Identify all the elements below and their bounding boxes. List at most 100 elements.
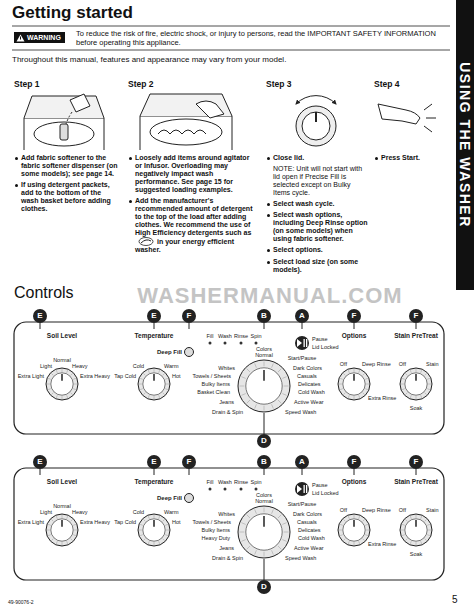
finger [378, 104, 420, 124]
setting-label: Tap Cold [114, 519, 136, 525]
control-name: Deep Fill [157, 495, 182, 502]
setting-label: Heavy Duty [202, 535, 230, 541]
knob-grip [56, 541, 57, 544]
knob-grip [51, 393, 53, 395]
page-text: Throughout this manual, features and app… [12, 55, 286, 64]
knob-grip [163, 393, 165, 395]
knob-grip [282, 377, 286, 379]
bullet-dot [15, 157, 18, 160]
bullet-item: Add the manufacturer's recommended amoun… [128, 197, 256, 254]
panel-outline [14, 468, 444, 580]
knob-grip [67, 541, 68, 544]
bullet-dot [267, 157, 270, 160]
leader-line [264, 559, 265, 580]
setting-label: Delicates [298, 527, 321, 533]
setting-label: Colors Normal [247, 346, 281, 359]
callout-text: E [37, 458, 42, 466]
knob-grip [343, 519, 345, 521]
callout-text: F [414, 312, 419, 320]
bullet-dot [267, 249, 270, 252]
knob-grip [255, 404, 257, 408]
wash-tub [150, 119, 222, 145]
knob-face [405, 519, 427, 541]
knob [238, 506, 290, 558]
knob-grip [240, 386, 245, 387]
knob-grip [148, 516, 149, 519]
knob-grip [47, 384, 50, 385]
knob-grip [402, 389, 405, 390]
note-text: NOTE: Unit will not start with lid open … [273, 165, 362, 196]
knob [138, 368, 170, 400]
knob-grip [363, 539, 365, 541]
pause-icon [304, 339, 305, 347]
page-text: 49-90076-2 [8, 600, 34, 606]
warning-icon [16, 34, 25, 42]
knob-grip [71, 519, 73, 521]
knob-grip [241, 540, 245, 542]
step-text: If using detergent packets, add to the b… [21, 181, 111, 212]
knob-grip [278, 546, 281, 549]
motion-line [424, 104, 432, 110]
page-text: Step 1 [14, 80, 40, 90]
setting-label: Extra Rinse [368, 541, 396, 547]
status-light [240, 488, 243, 491]
knob-grip [154, 542, 155, 545]
knob-grip [154, 369, 155, 372]
knob-grip [159, 370, 160, 373]
knob-grip [165, 524, 168, 525]
warning-badge: WARNING [14, 32, 65, 43]
knob-grip [425, 519, 427, 521]
knob-pointer [153, 520, 155, 527]
knob-grip [163, 539, 165, 541]
control-name: Deep Fill [157, 349, 182, 356]
knob [238, 360, 290, 412]
callout-letter: F [347, 455, 361, 469]
knob-grip [282, 394, 286, 396]
leader-line [416, 323, 417, 329]
setting-label: Whites [218, 365, 235, 371]
leader-line [189, 323, 190, 329]
leader-line [264, 413, 265, 434]
setting-label: Basket Clean [197, 389, 230, 395]
leader-line [189, 469, 190, 475]
setting-label: Deep Rinse [362, 507, 391, 513]
knob-grip [340, 524, 343, 525]
knob-grip [159, 541, 160, 544]
knob-grip [56, 395, 57, 398]
knob-grip [48, 378, 51, 379]
knob-grip [241, 523, 245, 525]
setting-label: Wash [218, 333, 232, 339]
bullet-item: Close lid. [266, 154, 368, 162]
step-column: Add fabric softener to the fabric soften… [14, 154, 118, 216]
step3-illustration [296, 96, 336, 146]
bullet-item: Select options. [266, 246, 368, 254]
status-light [240, 342, 243, 345]
knob-grip [340, 535, 343, 536]
step4-illustration [378, 104, 436, 132]
knob-grip [416, 515, 417, 518]
warning-text: To reduce the risk of fire, electric sho… [76, 29, 448, 48]
step-column: Press Start. [374, 154, 446, 165]
motion-line [426, 118, 436, 119]
knob-grip [143, 373, 145, 375]
page-title: Getting started [12, 3, 133, 23]
knob-grip [365, 389, 368, 390]
knob-pointer [415, 374, 417, 381]
step-column: Loosely add items around agitator or Inf… [128, 154, 256, 258]
knob-grip [241, 394, 245, 396]
knob-grip [348, 395, 349, 398]
knob-face [405, 373, 427, 395]
deep-fill-button [185, 494, 194, 503]
knob-grip [143, 393, 145, 395]
knob-grip [264, 508, 265, 513]
bullet-dot [129, 157, 132, 160]
knob-grip [401, 530, 404, 531]
knob-grip [166, 530, 169, 531]
bullet-item: If using detergent packets, add to the b… [14, 181, 118, 213]
knob-grip [359, 370, 360, 373]
callout-text: B [261, 312, 267, 320]
leader-line [40, 323, 41, 329]
knob-face [143, 519, 165, 541]
control-name: Soil Level [47, 478, 77, 485]
callout-letter: F [409, 309, 423, 323]
